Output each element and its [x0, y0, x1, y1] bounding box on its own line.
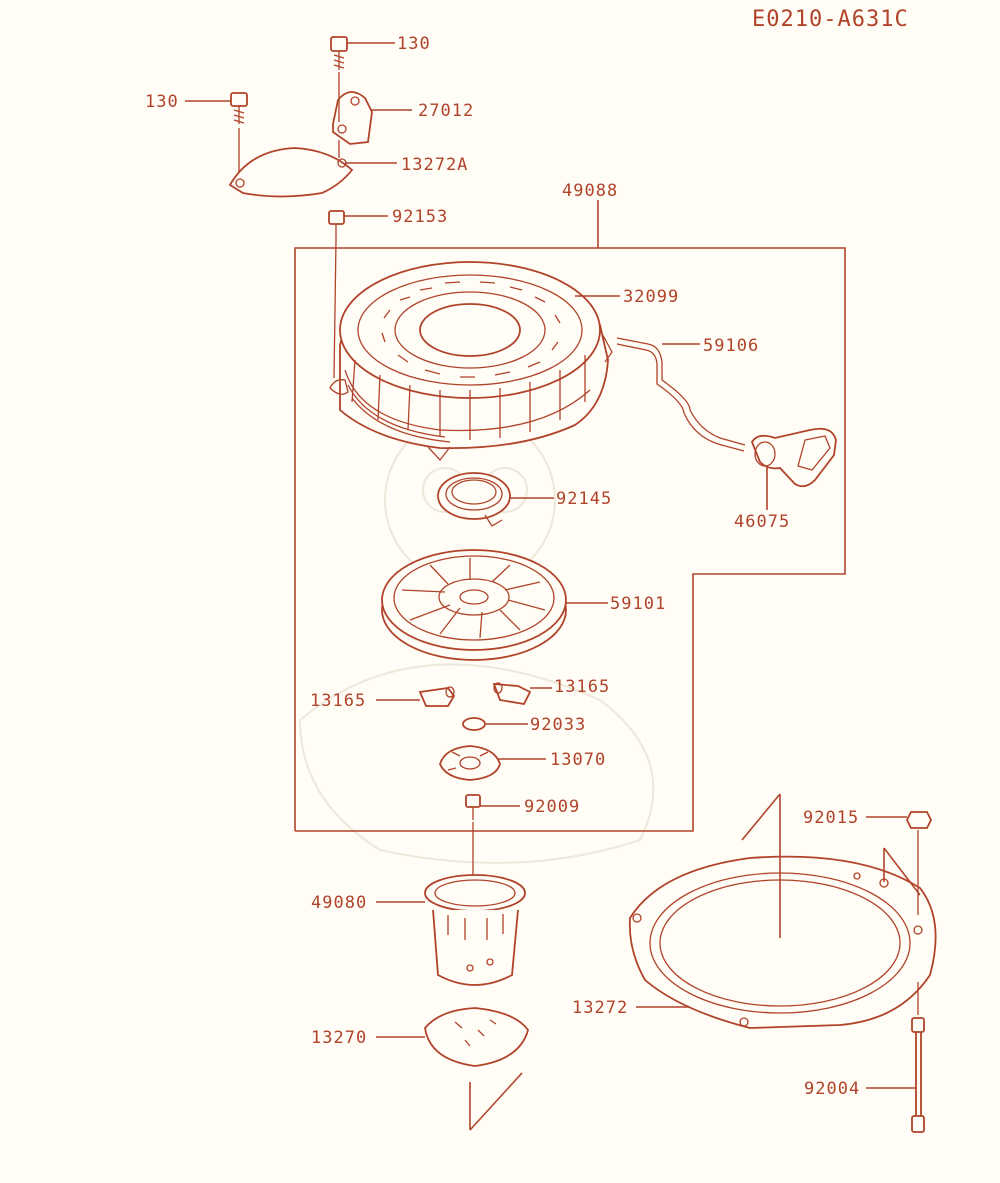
label-handle-46075: 46075 — [734, 512, 790, 532]
label-bolt-92153: 92153 — [392, 207, 448, 227]
pulley-cup-49080-part — [376, 874, 526, 986]
ring-92033-part — [462, 717, 528, 731]
spring-92145-part — [437, 472, 554, 527]
starter-case-32099-part — [329, 261, 620, 462]
gasket-13272-part — [628, 793, 937, 1029]
label-small-plate-13270: 13270 — [311, 1028, 367, 1048]
label-screw-130-top: 130 — [397, 34, 431, 54]
ratchet-13165-right-part — [492, 682, 552, 705]
label-gasket-13272: 13272 — [572, 998, 628, 1018]
screw-130-left-part — [185, 92, 248, 176]
label-rope-59106: 59106 — [703, 336, 759, 356]
screw-130-top-part — [330, 36, 395, 70]
label-case-32099: 32099 — [623, 287, 679, 307]
label-stud-bolt-92004: 92004 — [804, 1079, 860, 1099]
nut-92015-part — [866, 811, 933, 915]
label-nut-92015: 92015 — [803, 808, 859, 828]
rope-59106-part — [616, 337, 746, 452]
label-reel-59101: 59101 — [610, 594, 666, 614]
label-spring-92145: 92145 — [556, 489, 612, 509]
stud-bolt-92004-part — [866, 982, 925, 1133]
diagram-code: E0210-A631C — [752, 7, 909, 32]
bolt-92153-part — [328, 210, 388, 379]
small-plate-13270-part — [376, 1007, 529, 1131]
label-ratchet-13165-left: 13165 — [310, 691, 366, 711]
label-pulley-cup-49080: 49080 — [311, 893, 367, 913]
label-bracket-27012: 27012 — [418, 101, 474, 121]
bracket-27012-part — [332, 72, 412, 145]
label-screw-130-left: 130 — [145, 92, 179, 112]
handle-46075-part — [750, 427, 837, 510]
assembly-bracket-49088 — [294, 200, 846, 832]
cover-plate-13272a-part — [228, 140, 397, 198]
label-bolt-92009: 92009 — [524, 797, 580, 817]
label-ring-92033: 92033 — [530, 715, 586, 735]
label-starter-assembly-49088: 49088 — [562, 181, 618, 201]
label-ratchet-13165-right: 13165 — [554, 677, 610, 697]
label-cover-plate-13272a: 13272A — [401, 155, 468, 175]
plate-13070-part — [439, 745, 546, 781]
label-plate-13070: 13070 — [550, 750, 606, 770]
reel-59101-part — [381, 549, 608, 661]
ratchet-13165-left-part — [376, 686, 456, 707]
bolt-92009-part — [465, 794, 520, 880]
